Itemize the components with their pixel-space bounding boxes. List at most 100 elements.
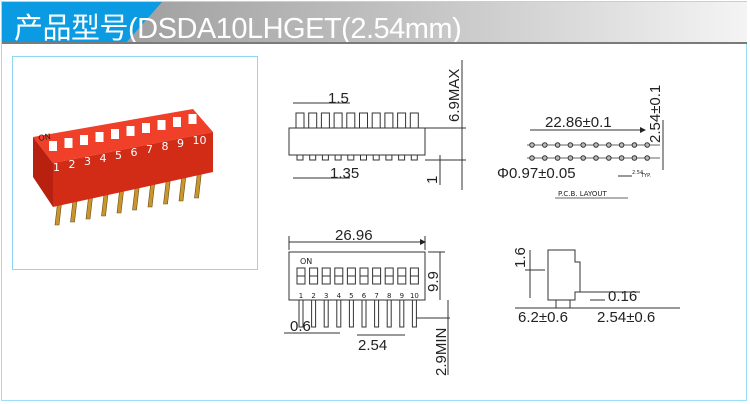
- dim-pin-width-top: 1.35: [330, 165, 359, 182]
- dim-pcb-span: 22.86±0.1: [545, 114, 612, 131]
- switch-actuator: [49, 141, 57, 151]
- dim-width: 26.96: [335, 227, 373, 244]
- pcb-hole: [554, 155, 561, 161]
- pcb-hole: [542, 155, 548, 161]
- pin: [399, 299, 405, 328]
- pcb-hole: [554, 142, 561, 148]
- switch-actuator: [95, 132, 104, 142]
- actuator: [320, 112, 330, 129]
- page-title: 产品型号(DSDA10LHGET(2.54mm): [14, 13, 462, 45]
- switch-front: [53, 132, 213, 207]
- switch-number: 10: [410, 292, 419, 300]
- pcb-hole: [606, 142, 612, 148]
- pin: [385, 154, 393, 161]
- side-view: [515, 249, 680, 309]
- dim-standoff: 1: [424, 176, 441, 184]
- pcb-hole: [618, 155, 625, 161]
- pcb-hole: [593, 142, 599, 148]
- switch-number: 1: [299, 292, 303, 300]
- pin: [309, 154, 317, 161]
- actuator: [397, 112, 407, 129]
- switch-number: 10: [193, 134, 207, 147]
- top-view: [288, 60, 466, 190]
- dim-pcb-row-pitch: 2.54±0.1: [647, 85, 664, 143]
- pin: [374, 299, 380, 328]
- switch-actuator: [126, 126, 135, 136]
- dim-side-height: 1.6: [512, 247, 529, 268]
- pins: [54, 171, 202, 226]
- pcb-hole: [580, 155, 587, 161]
- dim-typ-suffix: TYP.: [640, 173, 651, 179]
- dim-body-height: 9.9: [425, 271, 442, 292]
- actuator: [371, 112, 381, 129]
- pin: [321, 154, 329, 161]
- header-bar: 产品型号(DSDA10LHGET(2.54mm): [2, 2, 747, 45]
- switch-actuator: [173, 117, 181, 127]
- dim-side-pin-offset: 2.54±0.6: [597, 309, 655, 326]
- pin: [334, 154, 342, 161]
- pcb-hole: [644, 142, 651, 148]
- switch-number: 4: [100, 152, 107, 165]
- pcb-hole: [606, 155, 612, 161]
- pcb-hole: [631, 142, 638, 148]
- pin: [347, 154, 355, 161]
- switch-number: 3: [324, 292, 328, 300]
- actuator: [409, 112, 419, 129]
- switch-actuator: [80, 135, 88, 145]
- dim-side-thickness: 0.16: [608, 288, 637, 305]
- dim-pin-pitch: 2.54: [358, 337, 387, 354]
- actuator: [346, 112, 356, 129]
- pin: [361, 299, 367, 328]
- pin: [311, 299, 317, 328]
- switch-number: 2: [69, 158, 76, 171]
- switch-side: [33, 137, 53, 207]
- actuator: [295, 112, 305, 129]
- pcb-hole: [618, 142, 625, 148]
- front-view: [284, 236, 450, 375]
- pin: [360, 154, 367, 161]
- switch-number: 7: [374, 292, 378, 300]
- switch-actuator: [142, 123, 150, 133]
- switch-actuator: [64, 138, 73, 148]
- pcb-hole: [580, 142, 587, 148]
- actuator: [384, 112, 394, 129]
- pin: [296, 154, 304, 161]
- pin: [372, 154, 380, 161]
- pin: [411, 299, 417, 328]
- pcb-hole: [567, 142, 574, 148]
- switch-number: 3: [84, 155, 91, 168]
- switch-actuator: [111, 129, 119, 139]
- pcb-hole: [644, 155, 651, 161]
- actuator: [359, 112, 368, 129]
- switch-actuator: [188, 114, 197, 124]
- pin: [386, 299, 392, 328]
- pcb-caption: P.C.B. LAYOUT: [558, 190, 608, 198]
- switch-number: 5: [115, 149, 122, 162]
- dim-pin-length: 2.9MIN: [433, 328, 450, 376]
- switch-number: 8: [162, 140, 169, 153]
- pcb-hole: [529, 155, 535, 161]
- dim-side-width: 6.2±0.6: [518, 309, 568, 326]
- pin: [410, 154, 418, 161]
- dim-hole-diameter: Φ0.97±0.05: [497, 165, 576, 182]
- pcb-hole: [542, 142, 548, 148]
- switch-number: 8: [387, 292, 391, 300]
- switch-number: 2: [311, 292, 315, 300]
- pin: [398, 154, 406, 161]
- dim-height-max: 6.9MAX: [446, 69, 463, 122]
- switch-number: 9: [177, 137, 184, 150]
- on-label: ON: [38, 132, 52, 143]
- switch-number: 1: [53, 161, 60, 174]
- dim-pitch-top: 1.5: [328, 90, 349, 107]
- actuator: [333, 112, 343, 129]
- pin: [298, 299, 304, 328]
- pcb-hole: [529, 142, 535, 148]
- actuator: [308, 112, 318, 129]
- switch-actuator: [157, 120, 166, 130]
- switch-number: 7: [146, 143, 153, 156]
- dim-pin-width: 0.6: [290, 318, 311, 335]
- pcb-layout: [527, 120, 664, 199]
- pin: [348, 299, 354, 328]
